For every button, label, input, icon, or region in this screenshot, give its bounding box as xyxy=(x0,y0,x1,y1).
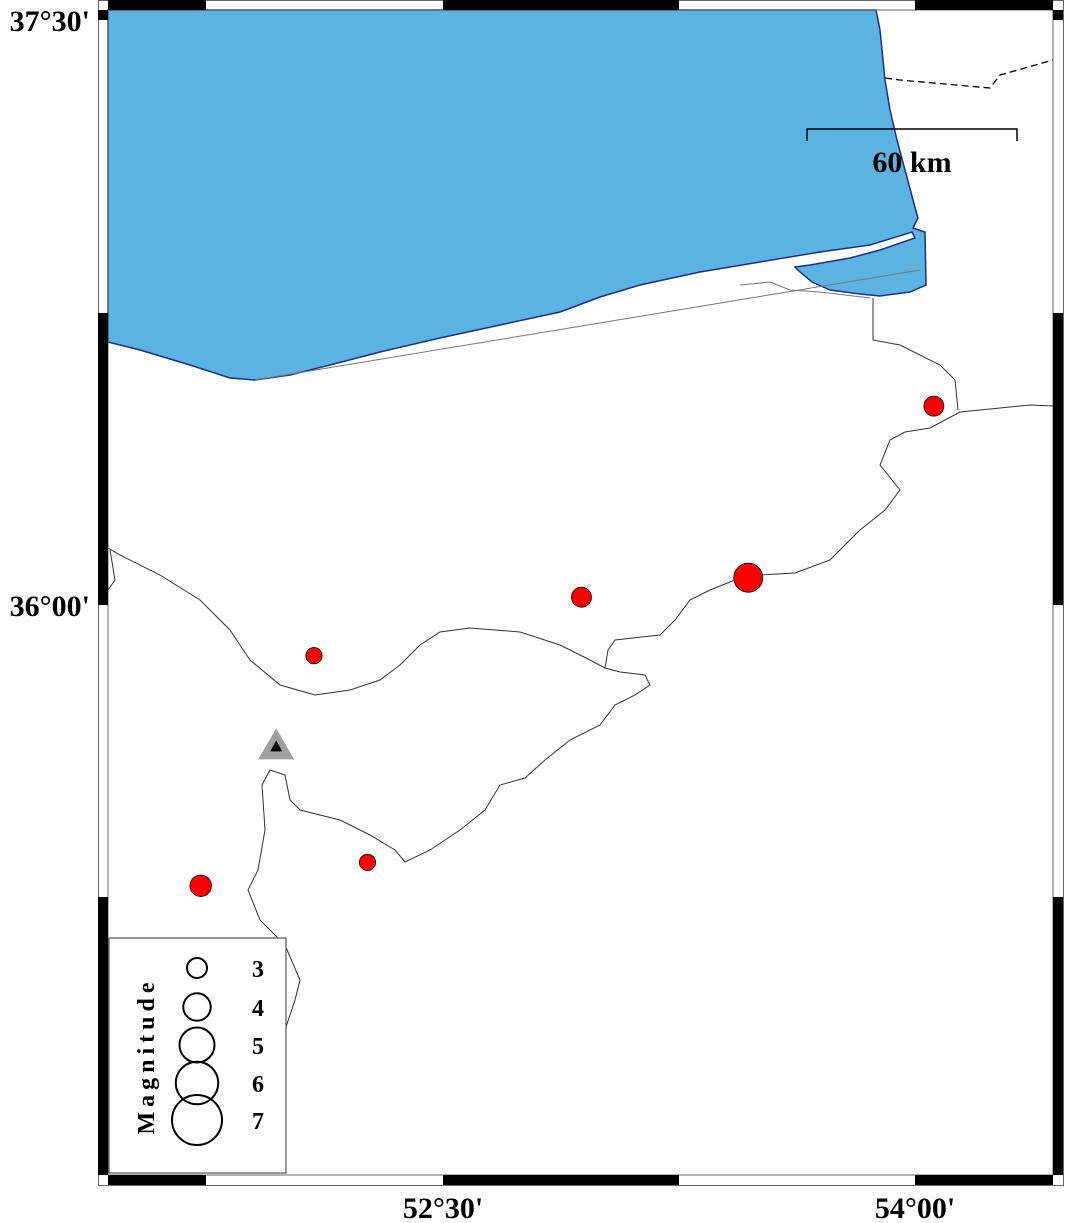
lon-label-left: 52°30' xyxy=(403,1192,483,1223)
legend-circle xyxy=(182,992,212,1022)
coastlines xyxy=(107,269,1054,1031)
earthquake-events xyxy=(189,395,945,897)
legend-label: 3 xyxy=(252,957,264,983)
legend-circle xyxy=(186,957,208,979)
country-border xyxy=(884,59,1054,89)
earthquake-event xyxy=(358,853,377,871)
lat-label-top: 37°30' xyxy=(10,5,90,38)
caspian-sea xyxy=(107,9,927,381)
legend-circle xyxy=(174,1060,220,1106)
legend-label: 7 xyxy=(252,1109,264,1135)
legend-circle xyxy=(171,1094,223,1146)
legend-label: 5 xyxy=(252,1034,264,1060)
earthquake-event xyxy=(733,562,764,593)
scale-bar: 60 km xyxy=(806,128,1018,179)
earthquake-event xyxy=(571,586,592,608)
station-marker xyxy=(258,728,295,760)
lat-label-mid: 36°00' xyxy=(10,590,90,623)
legend-label: 4 xyxy=(252,996,264,1022)
earthquake-event xyxy=(923,395,945,417)
legend-title: Magnitude xyxy=(134,977,160,1134)
scale-bar-label: 60 km xyxy=(872,146,951,179)
station-inner-icon xyxy=(270,740,283,752)
magnitude-legend: Magnitude 3 4 5 6 7 xyxy=(108,937,287,1174)
earthquake-event xyxy=(189,874,212,897)
earthquake-event xyxy=(305,647,323,665)
map-frame xyxy=(98,0,1064,1186)
lon-label-right: 54°00' xyxy=(875,1192,955,1223)
legend-label: 6 xyxy=(252,1072,264,1098)
